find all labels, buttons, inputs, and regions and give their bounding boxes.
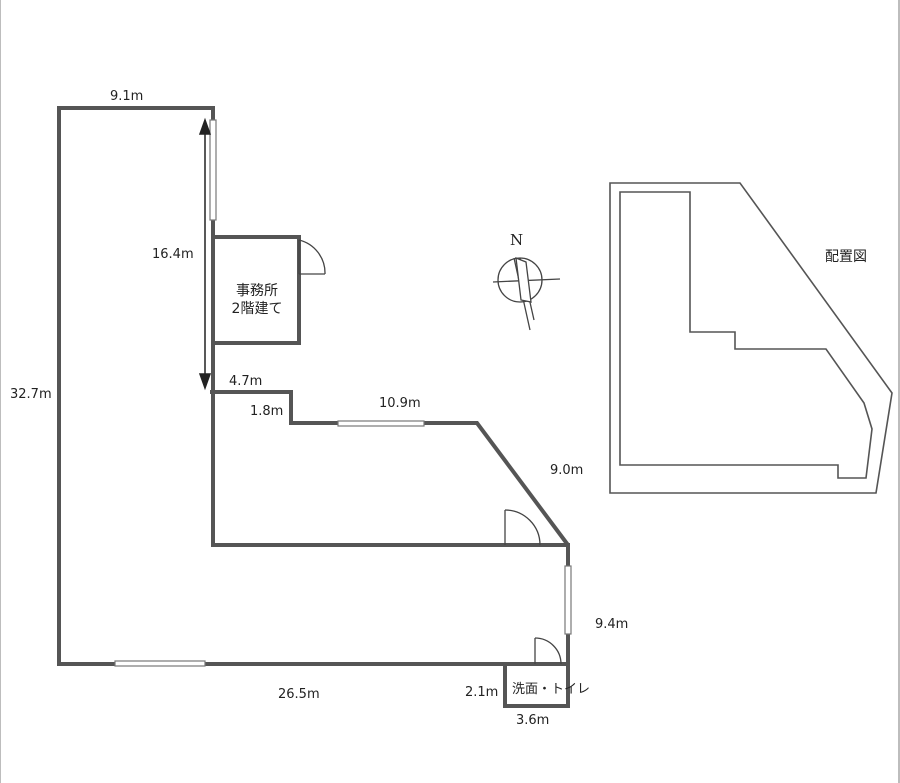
- main-building-outline: [57, 106, 570, 666]
- dim-step-depth: 1.8m: [250, 404, 284, 419]
- toilet-door: [534, 637, 562, 665]
- office-door: [298, 239, 326, 275]
- site-plan-building: [619, 191, 873, 479]
- dim-diagonal-wall: 9.0m: [550, 463, 584, 478]
- site-plan-title: 配置図: [825, 249, 867, 265]
- dim-top-width: 9.1m: [110, 89, 144, 104]
- dim-room-width: 10.9m: [379, 396, 421, 411]
- upper-room-outline: [210, 390, 570, 547]
- compass-icon: [492, 256, 561, 331]
- window-bottom-wall: [114, 660, 206, 667]
- upper-room-door: [504, 509, 541, 546]
- office-label-line1: 事務所: [236, 283, 278, 299]
- window-right-wall: [564, 565, 572, 635]
- dimension-arrow-16-4: [198, 117, 212, 391]
- toilet-room: [503, 664, 570, 708]
- right-frame-border: [898, 0, 900, 783]
- dim-toilet-depth: 2.1m: [465, 685, 499, 700]
- left-frame-border: [0, 0, 1, 783]
- dim-total-depth: 32.7m: [10, 387, 52, 402]
- toilet-label: 洗面・トイレ: [512, 682, 591, 697]
- dim-office-offset: 4.7m: [229, 374, 263, 389]
- dim-toilet-width: 3.6m: [516, 713, 550, 728]
- dim-right-wall: 9.4m: [595, 617, 629, 632]
- dim-corridor-length: 16.4m: [152, 247, 194, 262]
- window-upper-room: [337, 420, 425, 427]
- north-label: N: [510, 231, 524, 249]
- office-room: [211, 235, 301, 345]
- dim-bottom-width: 26.5m: [278, 687, 320, 702]
- office-label-line2: 2階建て: [231, 300, 283, 317]
- site-plan-outer: [609, 182, 893, 494]
- office-label: 事務所 2階建て: [219, 283, 295, 318]
- window-left-corridor: [209, 119, 217, 221]
